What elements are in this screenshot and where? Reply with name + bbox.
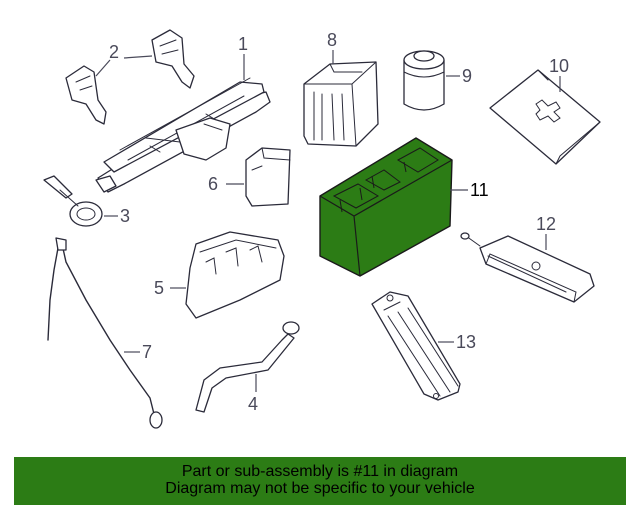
callout-8[interactable]: 8 xyxy=(327,30,337,50)
part-7-rod[interactable] xyxy=(47,237,163,429)
leader-2b xyxy=(123,55,153,59)
part-2-jack-handles[interactable] xyxy=(65,29,195,125)
highlight-caption-banner: Part or sub-assembly is #11 in diagram D… xyxy=(14,457,626,505)
part-4-lug-wrench[interactable] xyxy=(195,321,300,413)
part-8-box[interactable] xyxy=(303,61,379,147)
part-11-organizer-highlighted[interactable] xyxy=(319,137,453,277)
callout-9[interactable]: 9 xyxy=(462,66,472,86)
callout-7[interactable]: 7 xyxy=(142,342,152,362)
callout-4[interactable]: 4 xyxy=(248,394,258,414)
part-9-canister[interactable] xyxy=(403,50,445,111)
callout-3[interactable]: 3 xyxy=(120,206,130,226)
part-6-pouch[interactable] xyxy=(245,147,291,207)
callout-5[interactable]: 5 xyxy=(154,278,164,298)
part-12-key-pouch[interactable] xyxy=(460,232,595,303)
callout-2[interactable]: 2 xyxy=(109,42,119,62)
callout-12[interactable]: 12 xyxy=(536,214,556,234)
part-10-first-aid-kit[interactable] xyxy=(489,69,601,165)
part-13-strap[interactable] xyxy=(371,291,461,401)
leader-2a xyxy=(95,59,111,77)
part-5-tray[interactable] xyxy=(185,231,285,319)
callout-10[interactable]: 10 xyxy=(549,56,569,76)
callout-1[interactable]: 1 xyxy=(238,34,248,54)
callout-6[interactable]: 6 xyxy=(208,174,218,194)
callout-13[interactable]: 13 xyxy=(456,332,476,352)
callout-11[interactable]: 11 xyxy=(470,180,489,200)
parts-diagram: 2 1 3 7 5 6 xyxy=(43,29,601,429)
part-3-tow-hook[interactable] xyxy=(43,175,103,227)
caption-line-2: Diagram may not be specific to your vehi… xyxy=(165,480,475,497)
caption-line-1: Part or sub-assembly is #11 in diagram xyxy=(181,463,459,480)
part-1-scissor-jack[interactable] xyxy=(95,77,271,193)
